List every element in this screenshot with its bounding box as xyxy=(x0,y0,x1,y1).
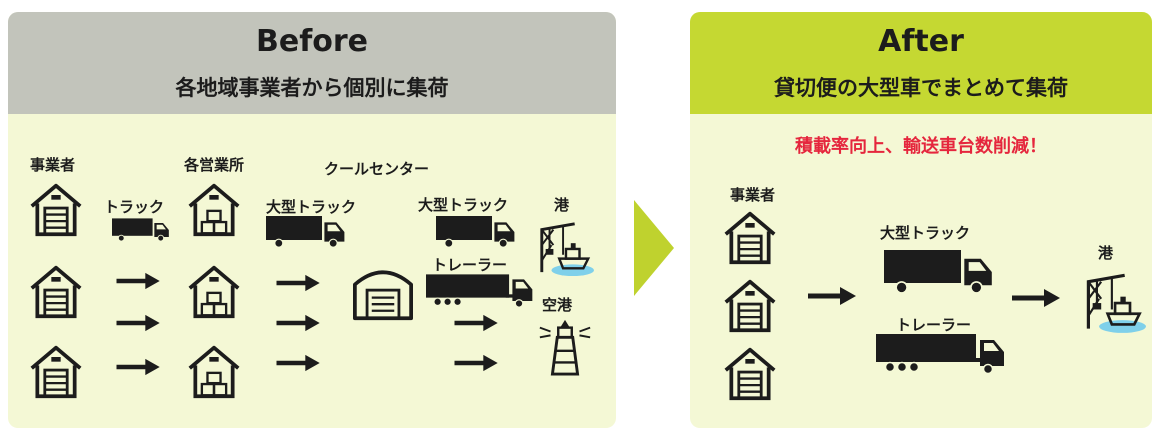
warehouse-icon xyxy=(186,342,242,400)
label-port: 港 xyxy=(554,196,570,214)
arrow-right-icon xyxy=(806,286,860,306)
before-subtitle: 各地域事業者から個別に集荷 xyxy=(175,76,449,100)
lighthouse-icon xyxy=(536,314,594,378)
warehouse-icon xyxy=(28,262,84,320)
chevron-right-icon xyxy=(634,200,674,296)
warehouse-icon xyxy=(28,342,84,400)
label-large-truck: 大型トラック xyxy=(880,224,971,242)
arrow-right-icon xyxy=(116,358,162,376)
after-panel: After 貸切便の大型車でまとめて集荷 積載率向上、輸送車台数削減！ 事業者 … xyxy=(690,12,1152,428)
arrow-right-icon xyxy=(276,314,322,332)
label-large-truck-1: 大型トラック xyxy=(266,198,357,216)
arrow-right-icon xyxy=(1010,288,1064,308)
arrow-right-icon xyxy=(276,274,322,292)
port-crane-icon xyxy=(1082,266,1146,338)
warehouse-icon xyxy=(722,208,778,266)
port-crane-icon xyxy=(536,216,594,280)
arrow-right-icon xyxy=(116,272,162,290)
arrow-right-icon xyxy=(116,314,162,332)
label-branches: 各営業所 xyxy=(184,156,245,174)
after-header: After 貸切便の大型車でまとめて集荷 xyxy=(690,12,1152,114)
label-cool-center: クールセンター xyxy=(324,160,430,178)
trailer-icon xyxy=(426,274,534,308)
warehouse-icon xyxy=(28,180,84,238)
label-shippers: 事業者 xyxy=(730,186,776,204)
warehouse-icon xyxy=(186,180,242,238)
label-large-truck-2: 大型トラック xyxy=(418,196,509,214)
truck-icon xyxy=(112,218,170,242)
before-panel: Before 各地域事業者から個別に集荷 事業者 各営業所 クールセンター トラ… xyxy=(8,12,616,428)
arrow-right-icon xyxy=(454,354,500,372)
warehouse-icon xyxy=(722,276,778,334)
label-airport: 空港 xyxy=(542,296,573,314)
cool-center-icon xyxy=(350,262,416,322)
arrow-right-icon xyxy=(276,354,322,372)
trailer-icon xyxy=(874,334,1008,374)
after-title: After xyxy=(878,24,964,59)
before-header: Before 各地域事業者から個別に集荷 xyxy=(8,12,616,114)
truck-icon xyxy=(884,250,994,294)
arrow-right-icon xyxy=(454,314,500,332)
label-port: 港 xyxy=(1098,244,1114,262)
truck-icon xyxy=(266,216,346,248)
label-truck: トラック xyxy=(104,198,165,216)
label-trailer: トレーラー xyxy=(896,316,972,334)
truck-icon xyxy=(436,216,516,248)
label-trailer: トレーラー xyxy=(432,256,508,274)
after-subtitle: 貸切便の大型車でまとめて集荷 xyxy=(774,76,1068,100)
label-shippers: 事業者 xyxy=(30,156,76,174)
before-title: Before xyxy=(255,24,369,59)
warehouse-icon xyxy=(186,262,242,320)
warehouse-icon xyxy=(722,344,778,402)
after-slogan: 積載率向上、輸送車台数削減！ xyxy=(795,136,1047,157)
